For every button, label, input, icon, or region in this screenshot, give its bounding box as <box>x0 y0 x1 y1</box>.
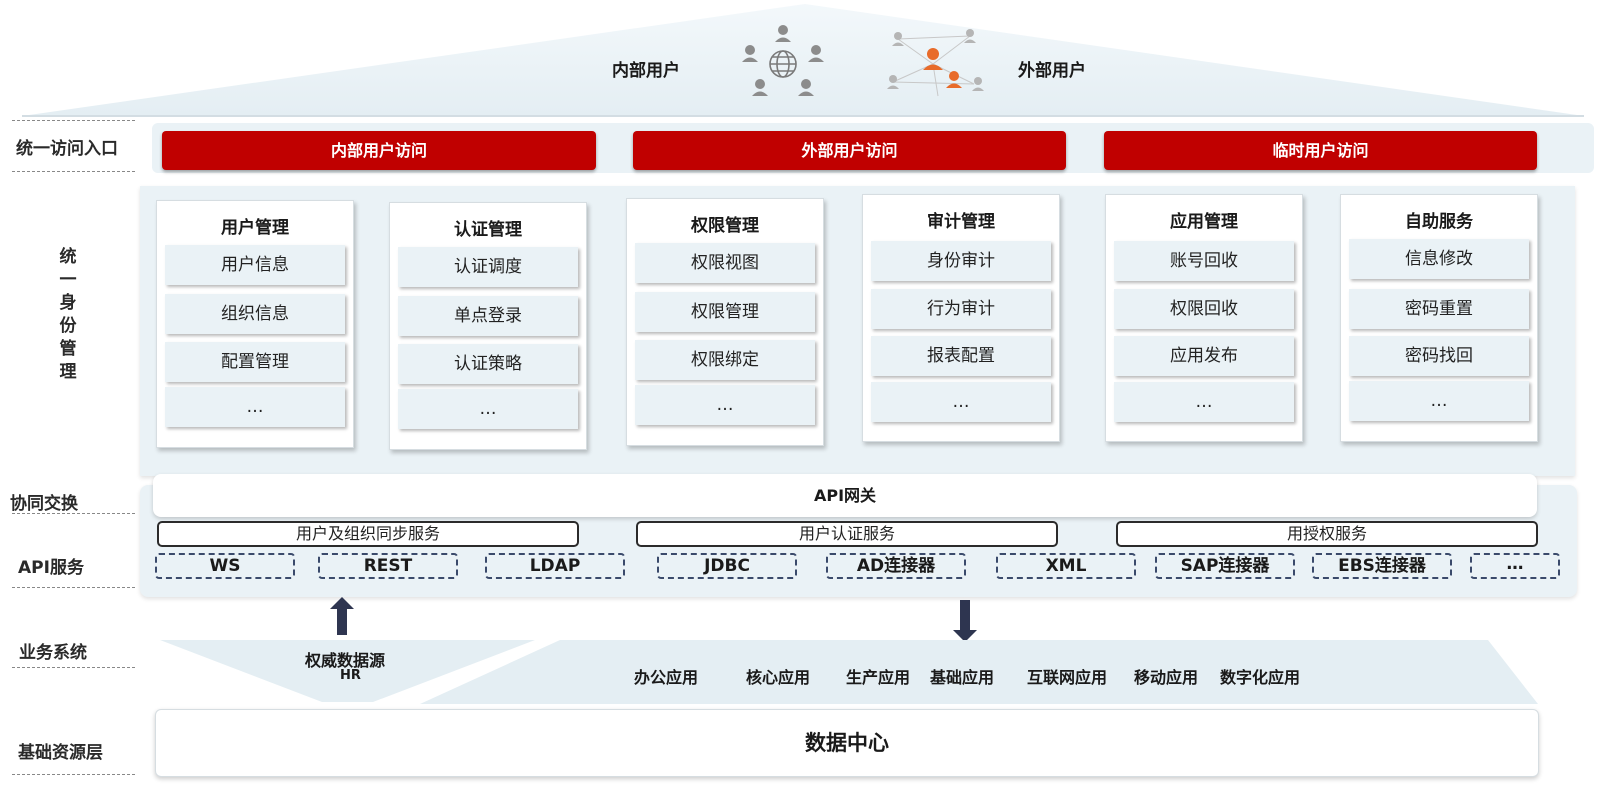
module-item[interactable]: … <box>871 382 1051 422</box>
business-systems-label: 业务系统 <box>19 643 87 663</box>
connector-more[interactable]: … <box>1470 553 1560 579</box>
module-item[interactable]: 配置管理 <box>165 342 345 382</box>
module-card-permission-management: 权限管理 权限视图 权限管理 权限绑定 … <box>626 198 824 446</box>
separator-collaboration <box>12 513 135 514</box>
temporary-access-button[interactable]: 临时用户访问 <box>1104 131 1537 170</box>
external-users-network-icon <box>887 29 984 97</box>
api-services-label: API服务 <box>18 558 84 578</box>
module-card-authentication-management: 认证管理 认证调度 单点登录 认证策略 … <box>389 202 587 450</box>
app-internet[interactable]: 互联网应用 <box>1027 668 1108 687</box>
identity-label-char: 统 <box>59 247 77 267</box>
data-center: 数据中心 <box>155 709 1539 777</box>
authoritative-source-title: 权威数据源 <box>305 651 386 670</box>
separator-infrastructure <box>12 774 135 775</box>
module-card-self-service: 自助服务 信息修改 密码重置 密码找回 … <box>1340 194 1538 442</box>
separator-api <box>12 587 135 588</box>
business-systems-shapes <box>160 640 1538 704</box>
module-item[interactable]: 密码找回 <box>1349 336 1529 376</box>
roof-banner <box>22 4 1584 117</box>
connector-sap[interactable]: SAP连接器 <box>1155 553 1295 579</box>
module-item[interactable]: 权限管理 <box>635 292 815 332</box>
identity-management-label: 统 一 身 份 管 理 <box>56 246 80 384</box>
module-item[interactable]: 权限视图 <box>635 243 815 283</box>
separator-business <box>12 667 135 668</box>
connector-ldap[interactable]: LDAP <box>485 553 625 579</box>
internal-users-label: 内部用户 <box>612 61 680 81</box>
identity-label-char: 身 <box>59 293 77 313</box>
upload-arrow-icon <box>330 597 354 635</box>
module-card-application-management: 应用管理 账号回收 权限回收 应用发布 … <box>1105 194 1303 442</box>
connector-ws[interactable]: WS <box>155 553 295 579</box>
identity-management-band <box>140 186 1575 476</box>
module-item[interactable]: … <box>1114 382 1294 422</box>
identity-label-char: 份 <box>59 316 77 336</box>
module-item[interactable]: 权限回收 <box>1114 289 1294 329</box>
module-title: 审计管理 <box>927 212 995 232</box>
authoritative-source-subtitle: HR <box>340 668 361 683</box>
module-title: 用户管理 <box>221 218 289 238</box>
identity-label-char: 理 <box>59 362 77 382</box>
connector-rest[interactable]: REST <box>318 553 458 579</box>
module-title: 权限管理 <box>691 216 759 236</box>
module-item[interactable]: 组织信息 <box>165 294 345 334</box>
module-card-audit-management: 审计管理 身份审计 行为审计 报表配置 … <box>862 194 1060 442</box>
module-item[interactable]: 密码重置 <box>1349 289 1529 329</box>
module-item[interactable]: 应用发布 <box>1114 336 1294 376</box>
connector-xml[interactable]: XML <box>996 553 1136 579</box>
module-item[interactable]: 认证策略 <box>398 344 578 384</box>
authorization-service[interactable]: 用授权服务 <box>1116 521 1538 547</box>
external-users-label: 外部用户 <box>1018 61 1086 81</box>
module-item[interactable]: 认证调度 <box>398 247 578 287</box>
module-card-user-management: 用户管理 用户信息 组织信息 配置管理 … <box>156 200 354 448</box>
separator-top <box>12 120 135 121</box>
module-title: 认证管理 <box>454 220 522 240</box>
connector-ad[interactable]: AD连接器 <box>826 553 966 579</box>
module-item[interactable]: 行为审计 <box>871 289 1051 329</box>
app-infrastructure[interactable]: 基础应用 <box>930 668 995 687</box>
infrastructure-label: 基础资源层 <box>18 743 103 763</box>
connector-jdbc[interactable]: JDBC <box>657 553 797 579</box>
separator-entry <box>12 171 135 172</box>
user-org-sync-service[interactable]: 用户及组织同步服务 <box>157 521 579 547</box>
unified-entry-label: 统一访问入口 <box>16 139 118 159</box>
module-item[interactable]: 权限绑定 <box>635 340 815 380</box>
app-core[interactable]: 核心应用 <box>746 668 811 687</box>
module-item[interactable]: … <box>1349 381 1529 421</box>
module-item[interactable]: 用户信息 <box>165 245 345 285</box>
module-item[interactable]: 单点登录 <box>398 296 578 336</box>
module-item[interactable]: 身份审计 <box>871 241 1051 281</box>
external-access-button[interactable]: 外部用户访问 <box>633 131 1066 170</box>
module-item[interactable]: 报表配置 <box>871 336 1051 376</box>
app-office[interactable]: 办公应用 <box>634 668 699 687</box>
download-arrow-icon <box>953 600 977 642</box>
module-item[interactable]: … <box>635 385 815 425</box>
app-mobile[interactable]: 移动应用 <box>1134 668 1199 687</box>
connector-ebs[interactable]: EBS连接器 <box>1312 553 1452 579</box>
app-production[interactable]: 生产应用 <box>846 668 911 687</box>
internal-users-network-icon <box>742 25 824 96</box>
app-digital[interactable]: 数字化应用 <box>1220 668 1301 687</box>
api-gateway[interactable]: API网关 <box>153 474 1537 517</box>
identity-label-char: 一 <box>59 270 77 290</box>
module-title: 自助服务 <box>1405 212 1473 232</box>
module-title: 应用管理 <box>1170 212 1238 232</box>
module-item[interactable]: … <box>165 387 345 427</box>
user-authentication-service[interactable]: 用户认证服务 <box>636 521 1058 547</box>
module-item[interactable]: 信息修改 <box>1349 239 1529 279</box>
collaboration-label: 协同交换 <box>10 494 78 514</box>
module-item[interactable]: … <box>398 389 578 429</box>
internal-access-button[interactable]: 内部用户访问 <box>162 131 596 170</box>
module-item[interactable]: 账号回收 <box>1114 241 1294 281</box>
identity-label-char: 管 <box>59 339 77 359</box>
